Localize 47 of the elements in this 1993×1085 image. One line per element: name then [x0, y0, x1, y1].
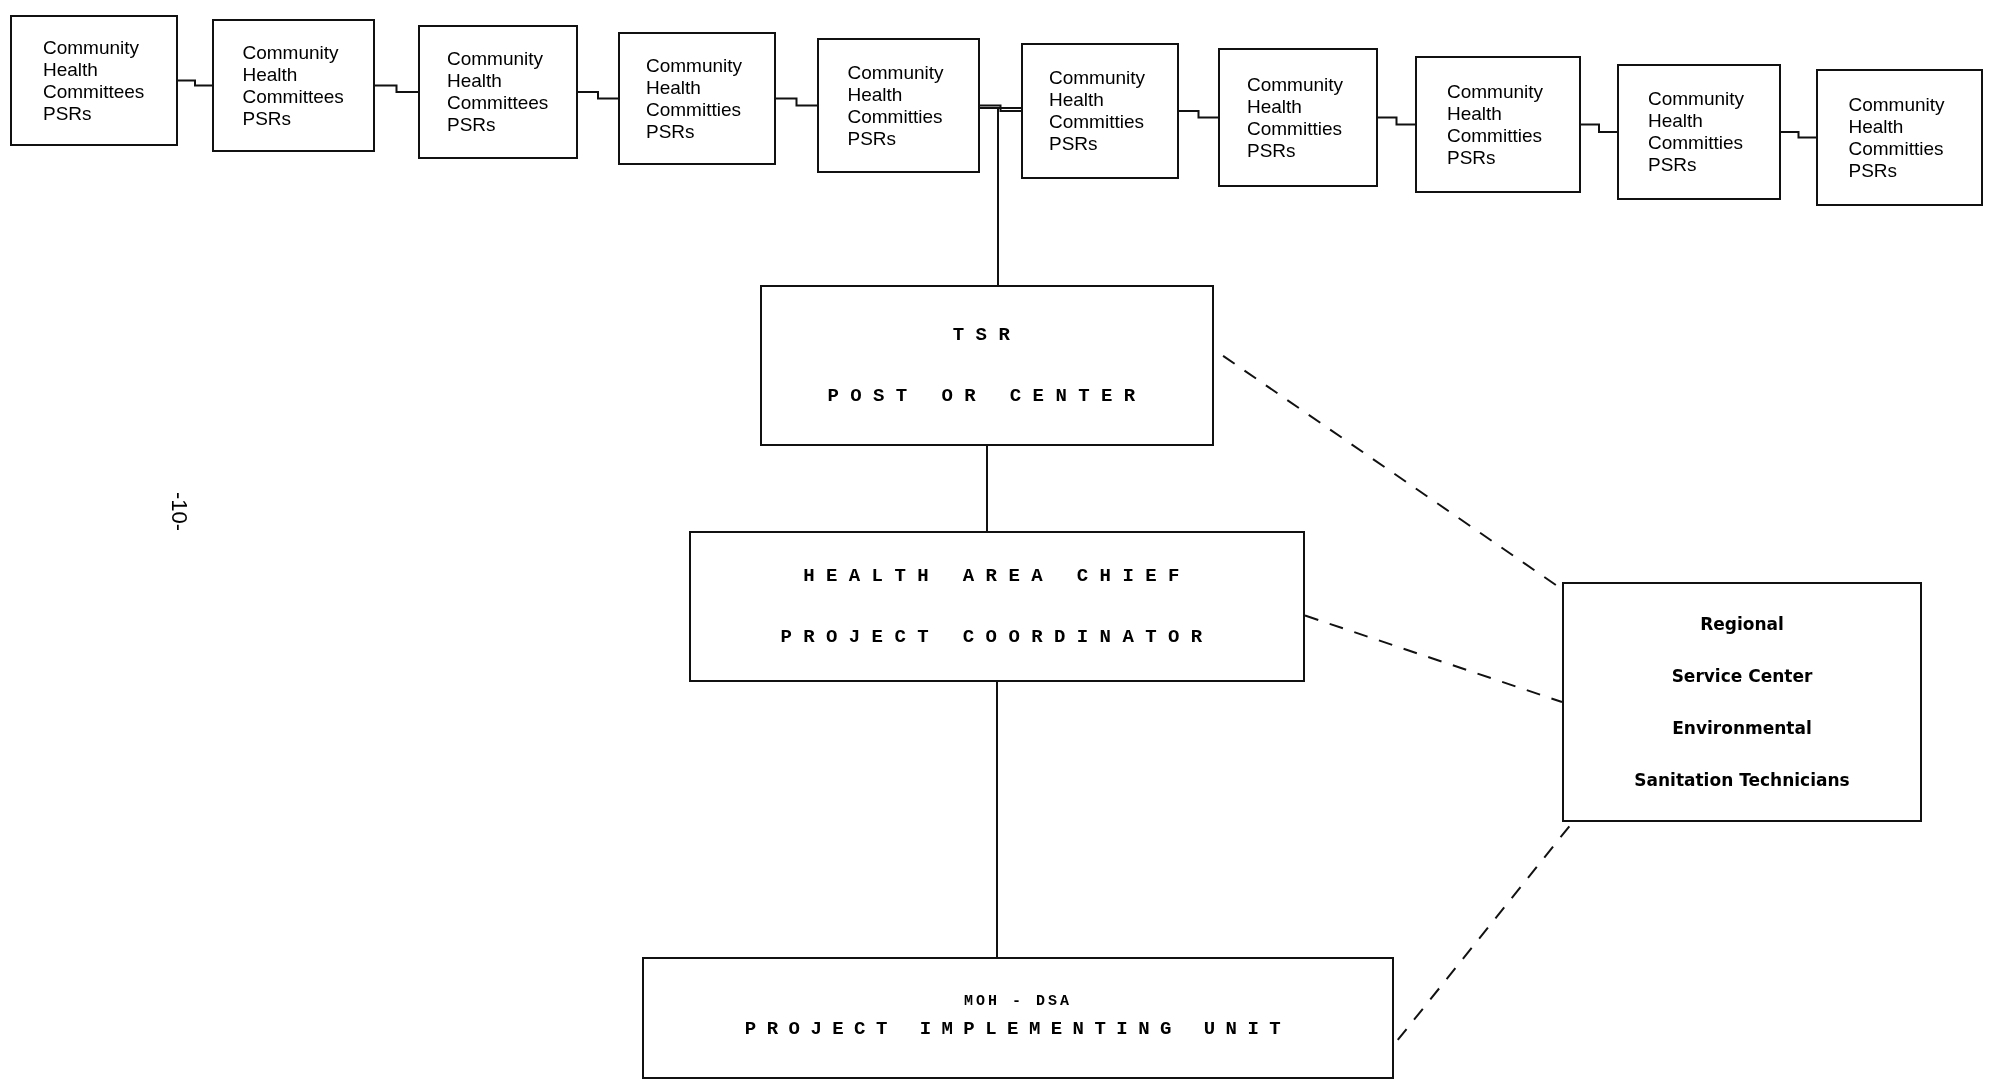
box-label: POST OR CENTER [827, 383, 1147, 409]
committee-label: Community Health Committies PSRs [1848, 93, 1946, 182]
dashed-connector [1304, 614, 1563, 703]
connector-line [979, 104, 1022, 112]
box-label: PROJECT IMPLEMENTING UNIT [743, 1017, 1293, 1043]
org-box [760, 285, 1214, 446]
committee-box [817, 38, 980, 173]
committee-label: Community Health Committies PSRs [1247, 73, 1345, 162]
box-label: PROJECT COORDINATOR [780, 624, 1214, 650]
committee-box [1415, 56, 1581, 193]
box-label: Environmental [1671, 717, 1813, 740]
connector-line [996, 681, 998, 958]
connector-line [374, 84, 419, 93]
box-label: Service Center [1670, 665, 1814, 688]
committee-label: Community Health Committees PSRs [43, 36, 146, 125]
committee-box [618, 32, 776, 165]
committee-box [1816, 69, 1983, 206]
committee-box [1218, 48, 1378, 187]
connector-line [986, 445, 988, 532]
committee-label: Community Health Committees PSRs [447, 48, 550, 136]
committee-label: Community Health Committies PSRs [1447, 80, 1545, 169]
committee-label: Community Health Committees PSRs [242, 41, 345, 130]
org-box [689, 531, 1305, 682]
box-heading: TSR [952, 323, 1022, 348]
box-label: Regional [1699, 613, 1785, 636]
committee-box [418, 25, 578, 159]
committee-box [10, 15, 178, 146]
committee-label: Community Health Committies PSRs [847, 61, 945, 150]
committee-box [1021, 43, 1179, 179]
connector-line [577, 91, 619, 100]
org-box [1562, 582, 1922, 822]
committee-label: Community Health Committies PSRs [1049, 67, 1147, 155]
connector-line [1780, 131, 1817, 139]
box-heading: HEALTH AREA CHIEF [803, 564, 1191, 589]
committee-label: Community Health Committies PSRs [646, 54, 744, 143]
org-box [642, 957, 1394, 1079]
connector-line [1377, 116, 1416, 126]
box-label: Sanitation Technicians [1633, 769, 1851, 792]
committee-label: Community Health Committies PSRs [1648, 88, 1746, 176]
page-number: -10- [166, 491, 194, 532]
connector-line [1580, 123, 1618, 133]
committee-box [1617, 64, 1781, 200]
connector-line [775, 97, 818, 107]
committee-box [212, 19, 375, 152]
connector-line [1178, 110, 1219, 119]
connector-line [177, 79, 213, 87]
box-heading: MOH - DSA [964, 991, 1072, 1012]
